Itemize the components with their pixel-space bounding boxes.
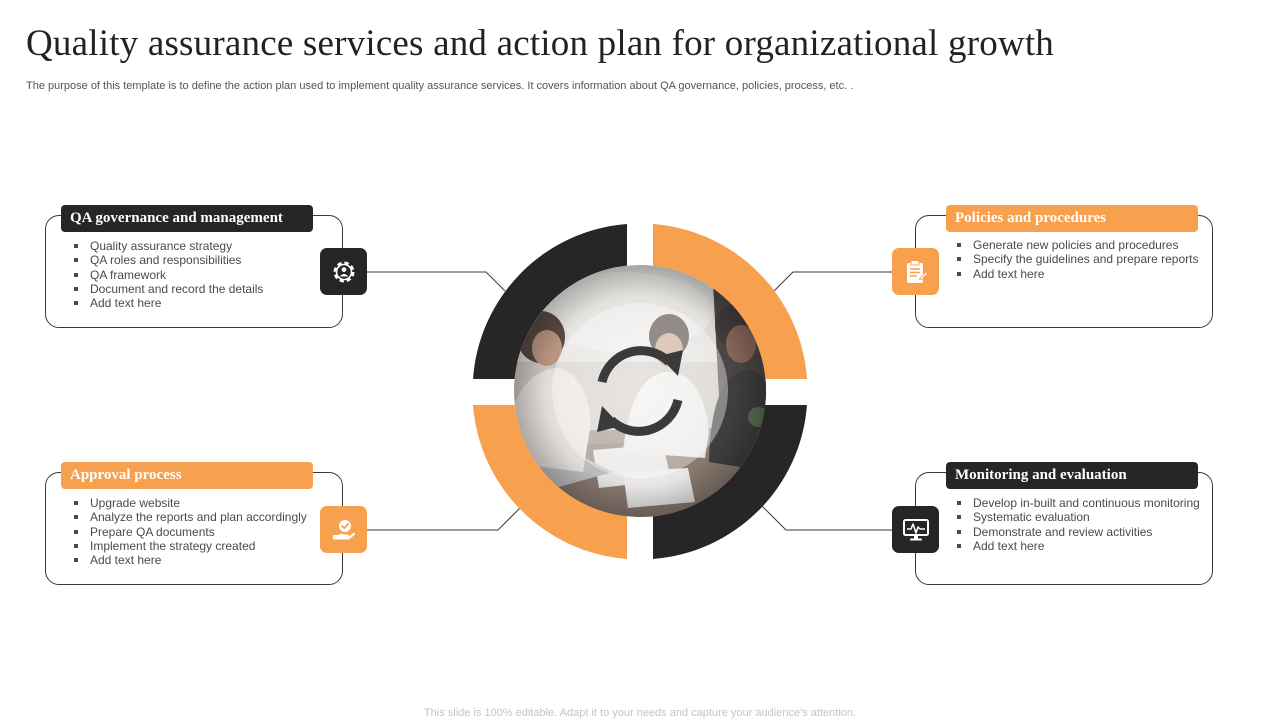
list-item: Upgrade website [73, 496, 307, 510]
list-item: Generate new policies and procedures [956, 238, 1198, 252]
ring-segment-top-right [653, 224, 807, 379]
policies-card [915, 215, 1213, 328]
refresh-cycle-icon [597, 346, 683, 436]
ring-segment-bottom-right [653, 405, 807, 559]
center-circle [552, 303, 728, 479]
governance-list: Quality assurance strategy QA roles and … [73, 239, 263, 310]
page-subtitle: The purpose of this template is to defin… [26, 80, 854, 92]
list-item: Document and record the details [73, 282, 263, 296]
list-item: QA roles and responsibilities [73, 253, 263, 267]
monitoring-list: Develop in-built and continuous monitori… [956, 496, 1200, 553]
list-item: Add text here [73, 553, 307, 567]
team-photo [514, 265, 766, 517]
footer-note: This slide is 100% editable. Adapt it to… [423, 707, 857, 719]
list-item: Systematic evaluation [956, 510, 1200, 524]
approval-title: Approval process [61, 462, 313, 489]
policies-list: Generate new policies and procedures Spe… [956, 238, 1198, 281]
monitoring-card [915, 472, 1213, 585]
list-item: Analyze the reports and plan accordingly [73, 510, 307, 524]
list-item: Add text here [956, 267, 1198, 281]
list-item: Prepare QA documents [73, 525, 307, 539]
ring-segment-bottom-left [473, 405, 627, 559]
governance-title: QA governance and management [61, 205, 313, 232]
approval-card [45, 472, 343, 585]
clipboard-icon [892, 248, 939, 295]
monitoring-title: Monitoring and evaluation [946, 462, 1198, 489]
governance-card [45, 215, 343, 328]
gear-user-icon [320, 248, 367, 295]
list-item: Quality assurance strategy [73, 239, 263, 253]
list-item: Demonstrate and review activities [956, 525, 1200, 539]
policies-title: Policies and procedures [946, 205, 1198, 232]
list-item: QA framework [73, 268, 263, 282]
list-item: Specify the guidelines and prepare repor… [956, 252, 1198, 266]
list-item: Add text here [956, 539, 1200, 553]
approval-list: Upgrade website Analyze the reports and … [73, 496, 307, 567]
page-title: Quality assurance services and action pl… [26, 23, 1055, 64]
center-cycle-graphic [473, 222, 807, 560]
monitor-chart-icon [892, 506, 939, 553]
list-item: Implement the strategy created [73, 539, 307, 553]
list-item: Develop in-built and continuous monitori… [956, 496, 1200, 510]
ring-segment-top-left [473, 224, 627, 379]
hand-check-icon [320, 506, 367, 553]
list-item: Add text here [73, 296, 263, 310]
